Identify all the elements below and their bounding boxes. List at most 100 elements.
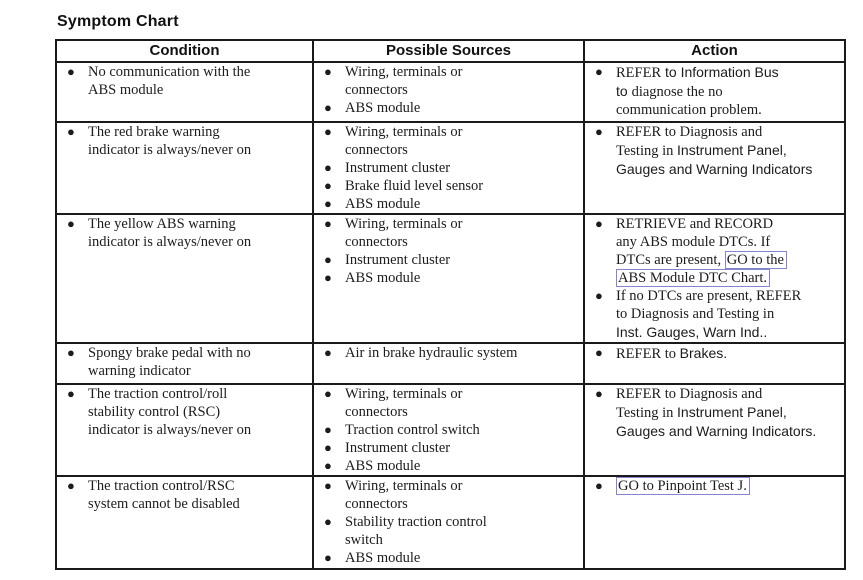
bullet-text: Wiring, terminals or connectors: [345, 385, 583, 421]
bullet-item: ●ABS module: [314, 269, 583, 287]
text-segment: RETRIEVE and RECORD any ABS module DTCs.…: [616, 216, 774, 268]
bullet-icon: ●: [324, 458, 332, 473]
text-segment: No communication with the ABS module: [88, 64, 251, 98]
sources-cell: ●Air in brake hydraulic system: [312, 342, 585, 385]
text-segment: Wiring, terminals or connectors: [345, 216, 463, 250]
condition-cell: ●No communication with the ABS module: [55, 61, 314, 123]
action-cell: ●REFER to Brakes.: [583, 342, 846, 385]
bullet-item: ●REFER to Brakes.: [585, 344, 844, 363]
bullet-text: REFER to Information Bus to diagnose the…: [616, 63, 844, 119]
condition-cell: ● The red brake warning indicator is alwa…: [55, 121, 314, 215]
bullet-text: The traction control/RSC system cannot b…: [88, 477, 312, 513]
bullet-icon: ●: [324, 178, 332, 193]
bullet-icon: ●: [595, 288, 603, 303]
text-segment: REFER to Diagnosis and Testing in: [616, 386, 763, 421]
bullet-item: ●Wiring, terminals or connectors: [314, 215, 583, 251]
sources-cell: ● Wiring, terminals or connectors● Stabili…: [312, 475, 585, 570]
bullet-item: ● The red brake warning indicator is alwa…: [57, 123, 312, 159]
bullet-item: ●REFER to Diagnosis and Testing in Instr…: [585, 385, 844, 441]
text-segment: Instrument cluster: [345, 252, 451, 268]
text-segment: diagnose the no communication problem.: [616, 84, 762, 118]
bullet-item: ●Instrument cluster: [314, 159, 583, 177]
column-header-possible-sources: Possible Sources: [312, 39, 585, 63]
table-row: ● The yellow ABS warning indicator is alw…: [55, 213, 846, 344]
bullet-item: ● Wiring, terminals or connectors: [314, 477, 583, 513]
bullet-item: ● Wiring, terminals or connectors: [314, 123, 583, 159]
text-segment: ABS module: [345, 550, 421, 566]
table-row: ● The traction control/roll stability con…: [55, 383, 846, 477]
bullet-icon: ●: [324, 440, 332, 455]
bullet-icon: ●: [324, 160, 332, 175]
bullet-icon: ●: [324, 196, 332, 211]
bullet-icon: ●: [67, 478, 75, 493]
text-segment: REFER: [616, 65, 662, 81]
bullet-text: Instrument cluster: [345, 439, 583, 457]
bullet-item: ● ABS module: [314, 457, 583, 475]
bullet-item: ● Wiring, terminals or connectors: [314, 385, 583, 421]
bullet-text: Wiring, terminals or connectors: [345, 477, 583, 513]
table-row: ●No communication with the ABS module●Wi…: [55, 61, 846, 123]
text-segment: The traction control/roll stability cont…: [88, 386, 252, 438]
text-segment: The traction control/RSC system cannot b…: [88, 478, 240, 512]
text-segment: Wiring, terminals or connectors: [345, 64, 463, 98]
text-segment: ABS module: [345, 270, 421, 286]
bullet-item: ● ABS module: [314, 195, 583, 213]
link-annotation[interactable]: GO to the ABS Module DTC Chart.: [616, 251, 787, 287]
bullet-icon: ●: [67, 124, 75, 139]
symptom-table-body: ●No communication with the ABS module●Wi…: [55, 61, 846, 570]
bullet-item: ● Instrument cluster: [314, 439, 583, 457]
bullet-item: ●Air in brake hydraulic system: [314, 344, 583, 362]
bullet-item: ●If no DTCs are present, REFER to Diagno…: [585, 287, 844, 342]
sources-cell: ●Wiring, terminals or connectors●ABS mod…: [312, 61, 585, 123]
condition-cell: ● The traction control/RSC system cannot …: [55, 475, 314, 570]
symptom-table: Condition Possible Sources Action ●No co…: [55, 39, 846, 570]
bullet-text: RETRIEVE and RECORD any ABS module DTCs.…: [616, 215, 844, 287]
bullet-text: The red brake warning indicator is alway…: [88, 123, 312, 159]
text-segment: Instrument Panel, Gauges and Warning Ind…: [616, 142, 813, 177]
bullet-item: ●ABS module: [314, 549, 583, 567]
bullet-item: ●RETRIEVE and RECORD any ABS module DTCs…: [585, 215, 844, 287]
bullet-item: ● REFER to Information Bus to diagnose th…: [585, 63, 844, 119]
action-cell: ●GO to Pinpoint Test J.: [583, 475, 846, 570]
bullet-item: ●Wiring, terminals or connectors: [314, 63, 583, 99]
text-segment: Inst. Gauges, Warn Ind..: [616, 324, 768, 340]
bullet-text: Wiring, terminals or connectors: [345, 215, 583, 251]
bullet-text: ABS module: [345, 457, 583, 475]
bullet-icon: ●: [324, 386, 332, 401]
text-segment: Stability traction control switch: [345, 514, 487, 548]
column-header-action: Action: [583, 39, 846, 63]
bullet-icon: ●: [67, 345, 75, 360]
bullet-text: Stability traction control switch: [345, 513, 583, 549]
bullet-icon: ●: [324, 252, 332, 267]
text-segment: ABS module: [345, 100, 421, 116]
bullet-item: ●Traction control switch: [314, 421, 583, 439]
bullet-icon: ●: [324, 478, 332, 493]
bullet-icon: ●: [324, 345, 332, 360]
bullet-text: ABS module: [345, 549, 583, 567]
bullet-text: Instrument cluster: [345, 251, 583, 269]
bullet-text: ABS module: [345, 195, 583, 213]
header-row: Condition Possible Sources Action: [55, 39, 846, 63]
text-segment: Wiring, terminals or connectors: [345, 478, 463, 512]
bullet-icon: ●: [67, 216, 75, 231]
bullet-item: ● Brake fluid level sensor: [314, 177, 583, 195]
bullet-icon: ●: [595, 64, 603, 79]
bullet-item: ●GO to Pinpoint Test J.: [585, 477, 844, 495]
action-cell: ●REFER to Diagnosis and Testing in Instr…: [583, 121, 846, 215]
text-segment: Brakes.: [679, 345, 728, 361]
bullet-icon: ●: [324, 124, 332, 139]
page-title: Symptom Chart: [57, 13, 179, 30]
bullet-item: ●The traction control/roll stability con…: [57, 385, 312, 439]
link-annotation[interactable]: GO to Pinpoint Test J.: [616, 477, 750, 495]
action-cell: ● RETRIEVE and RECORD any ABS module DTCs…: [583, 213, 846, 344]
column-header-condition: Condition: [55, 39, 314, 63]
bullet-text: ABS module: [345, 269, 583, 287]
bullet-text: Wiring, terminals or connectors: [345, 123, 583, 159]
text-segment: ABS module: [345, 196, 421, 212]
action-cell: ● REFER to Information Bus to diagnose th…: [583, 61, 846, 123]
bullet-item: ● The yellow ABS warning indicator is alw…: [57, 215, 312, 251]
bullet-text: Brake fluid level sensor: [345, 177, 583, 195]
text-segment: The yellow ABS warning indicator is alwa…: [88, 216, 252, 250]
table-row: ● The red brake warning indicator is alwa…: [55, 121, 846, 215]
bullet-text: Traction control switch: [345, 421, 583, 439]
